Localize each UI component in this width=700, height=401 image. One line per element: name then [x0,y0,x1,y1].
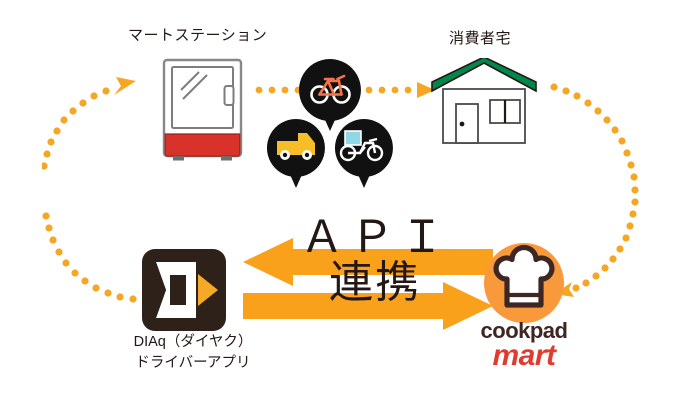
vending-fridge-icon [160,58,245,168]
motorcycle-pin-icon [334,119,393,188]
arrow-right [243,282,493,330]
bicycle-pin-icon [298,59,361,131]
api-exchange-arrows [243,238,493,330]
mart-word: mart [492,339,556,372]
mart-station-label: マートステーション [128,27,268,44]
cookpad-mart-wordmark: cookpad mart [468,320,580,371]
dotted-return-arc-left [40,48,172,333]
diaq-caption: DIAq（ダイヤク） ドライバーアプリ [108,332,278,374]
delivery-methods-group [265,55,395,190]
arrow-left [243,238,493,286]
van-pin-icon [266,119,325,188]
diaq-caption-line1: DIAq（ダイヤク） [133,334,253,350]
chef-hat-icon [483,243,565,323]
diaq-app-icon [142,249,226,331]
diaq-caption-line2: ドライバーアプリ [135,355,251,372]
cookpad-word: cookpad [480,318,568,343]
house-icon [428,56,540,146]
consumer-home-label: 消費者宅 [449,30,512,47]
